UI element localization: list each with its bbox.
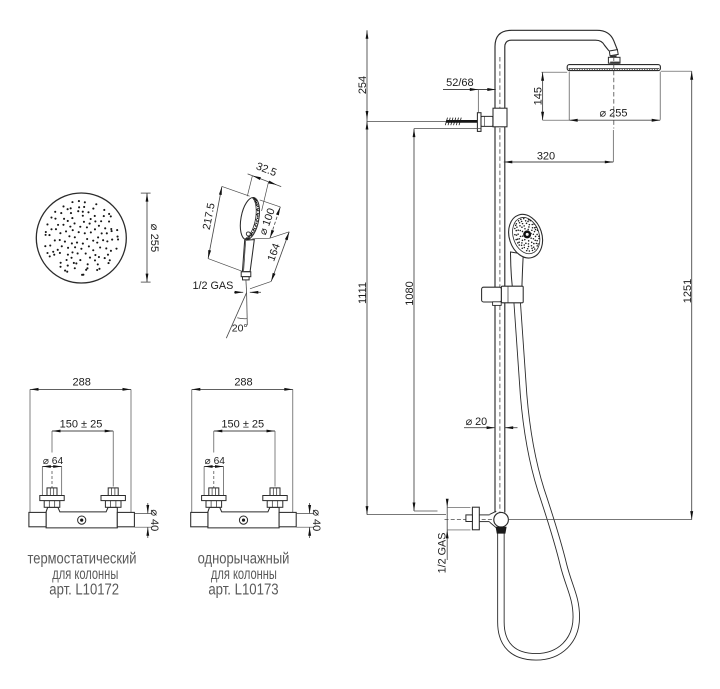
- svg-text:1111: 1111: [357, 282, 369, 304]
- svg-text:⌀ 255: ⌀ 255: [599, 108, 627, 120]
- svg-text:1/2 GAS: 1/2 GAS: [436, 533, 448, 574]
- svg-text:1251: 1251: [682, 279, 694, 303]
- svg-text:термостатический: термостатический: [28, 550, 137, 567]
- svg-text:арт. L10172: арт. L10172: [49, 582, 119, 599]
- svg-text:1080: 1080: [404, 281, 416, 305]
- svg-text:320: 320: [537, 151, 555, 163]
- svg-text:254: 254: [357, 76, 369, 94]
- svg-text:150 ± 25: 150 ± 25: [221, 419, 264, 431]
- svg-text:⌀ 40: ⌀ 40: [148, 509, 160, 531]
- svg-text:150 ± 25: 150 ± 25: [60, 419, 103, 431]
- svg-text:⌀ 255: ⌀ 255: [148, 224, 160, 253]
- svg-text:для колонны: для колонны: [52, 566, 118, 583]
- svg-text:52/68: 52/68: [446, 77, 474, 89]
- svg-text:однорычажный: однорычажный: [198, 550, 290, 567]
- svg-text:⌀ 64: ⌀ 64: [43, 456, 64, 467]
- svg-text:288: 288: [234, 377, 252, 389]
- svg-text:288: 288: [73, 377, 91, 389]
- svg-text:217.5: 217.5: [201, 202, 218, 231]
- svg-text:арт. L10173: арт. L10173: [208, 582, 278, 599]
- svg-text:1/2 GAS: 1/2 GAS: [192, 280, 233, 292]
- svg-text:⌀ 20: ⌀ 20: [466, 416, 488, 428]
- svg-text:164: 164: [265, 242, 282, 263]
- svg-text:20°: 20°: [232, 323, 248, 335]
- svg-text:⌀ 64: ⌀ 64: [205, 456, 226, 467]
- svg-text:145: 145: [533, 87, 545, 105]
- svg-text:⌀ 40: ⌀ 40: [310, 509, 322, 531]
- svg-text:для колонны: для колонны: [211, 566, 277, 583]
